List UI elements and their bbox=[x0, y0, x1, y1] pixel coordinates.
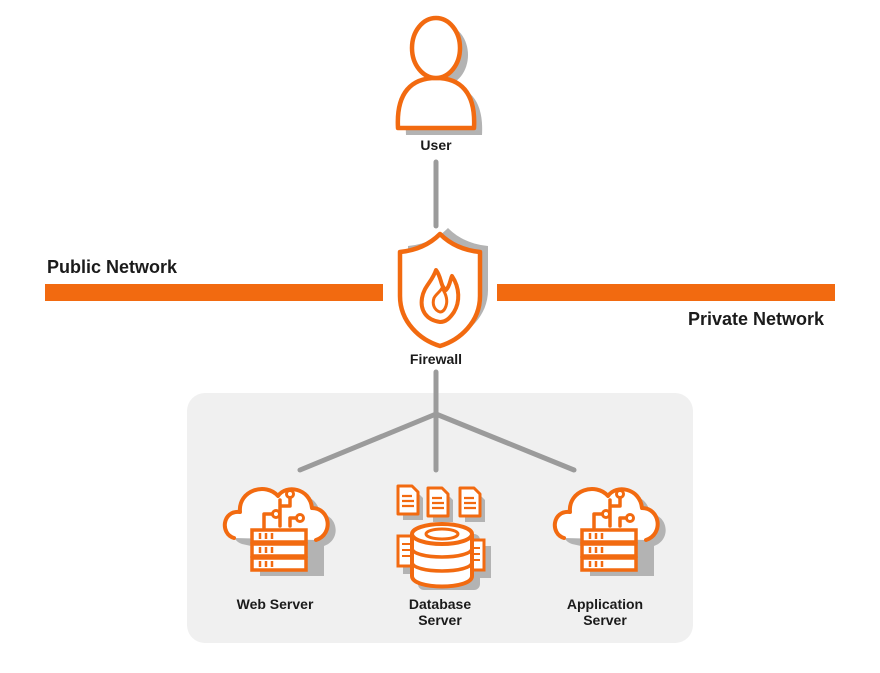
private-network-label: Private Network bbox=[688, 309, 825, 329]
web-server-link bbox=[297, 411, 439, 473]
application-server-label-line2: Server bbox=[583, 612, 627, 628]
firewall-label: Firewall bbox=[409, 351, 463, 367]
web-server-label: Web Server bbox=[236, 596, 314, 612]
private-network-bar bbox=[497, 284, 835, 301]
shield-flame-icon bbox=[397, 228, 488, 349]
database-server-label-line1: Database bbox=[408, 596, 472, 612]
user-label: User bbox=[420, 137, 452, 153]
user-icon bbox=[395, 15, 483, 135]
public-network-label: Public Network bbox=[47, 257, 178, 277]
database-server-label-line2: Server bbox=[418, 612, 462, 628]
application-server-link bbox=[433, 411, 577, 473]
database-documents-icon bbox=[396, 484, 491, 590]
connectors bbox=[297, 159, 577, 473]
public-network-bar bbox=[45, 284, 383, 301]
application-server-label-line1: Application bbox=[566, 596, 644, 612]
